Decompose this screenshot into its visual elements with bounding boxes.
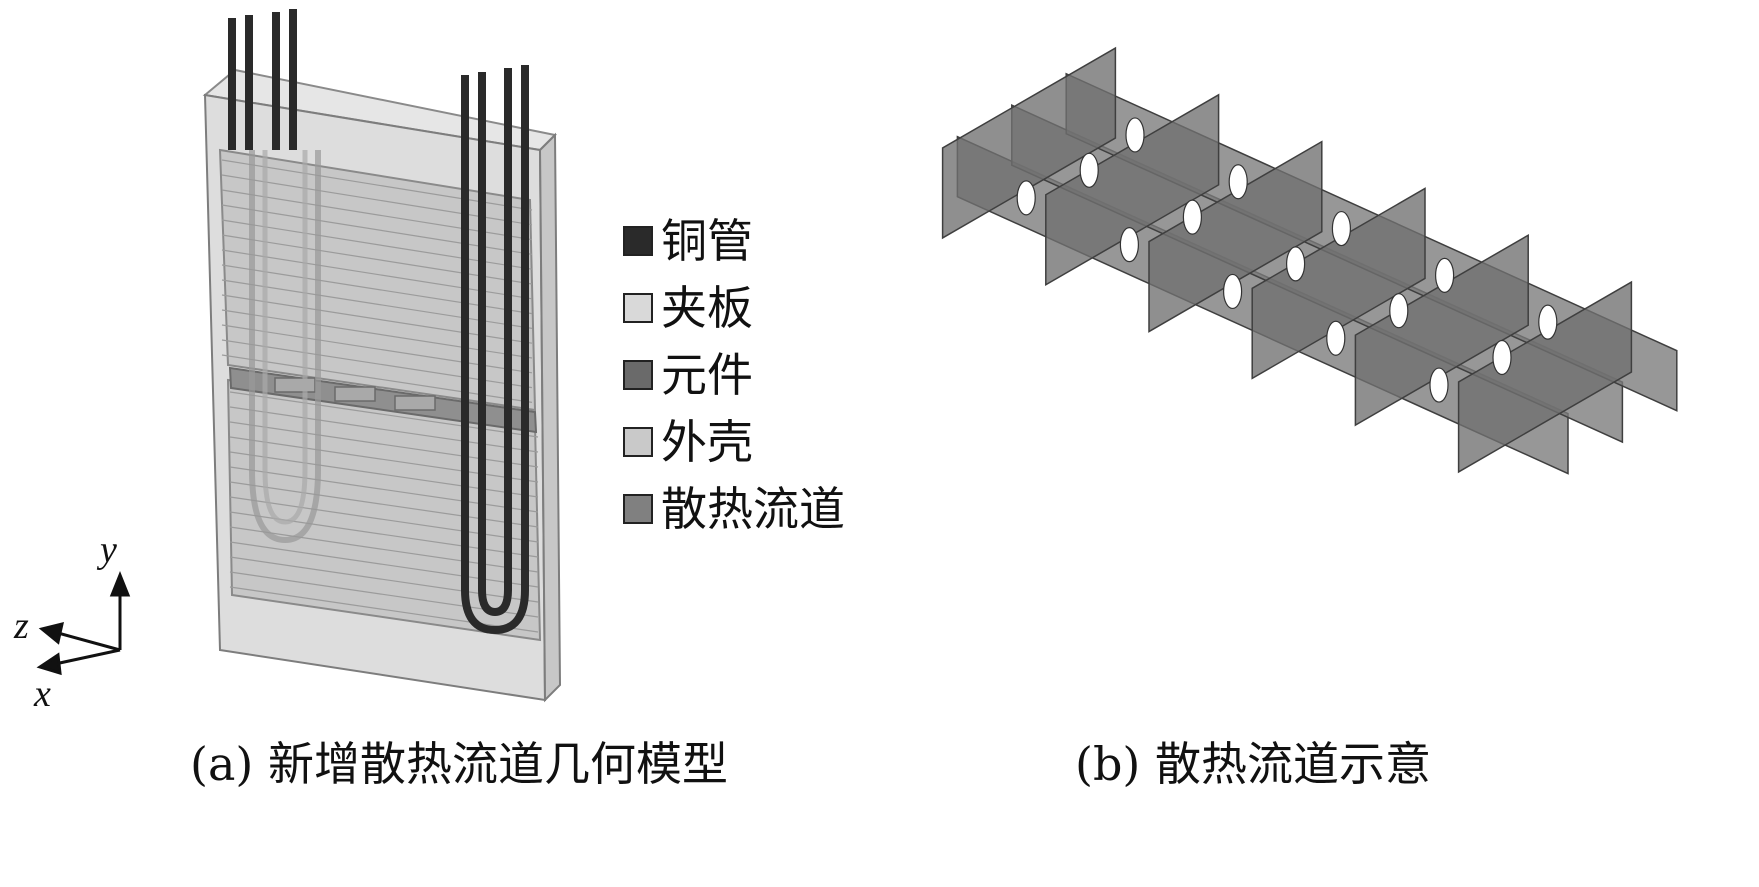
transverse-fin (1045, 93, 1220, 287)
plate-line (229, 406, 539, 453)
transverse-fin (1354, 233, 1529, 427)
channel-hole (1326, 320, 1346, 356)
legend-swatch (623, 494, 653, 524)
channel-hole (1434, 257, 1455, 293)
legend-item-component: 元件 (623, 352, 753, 398)
coordinate-axes (36, 570, 131, 676)
caption-panel-a: (a) 新增散热流道几何模型 (190, 737, 728, 791)
axis-label-x: x (34, 673, 51, 715)
plate-line (229, 526, 539, 573)
channel-hole (1016, 180, 1036, 216)
channel-hole (1228, 164, 1248, 200)
legend-swatch (623, 293, 653, 323)
channel-hole (1331, 210, 1352, 247)
caption-panel-b: (b) 散热流道示意 (1075, 737, 1431, 791)
plate-line (229, 556, 539, 603)
axis-label-y: y (100, 529, 117, 571)
legend-label: 外壳 (661, 415, 753, 469)
plate-line (229, 541, 539, 588)
channel-hole (1429, 367, 1449, 403)
legend-swatch (623, 360, 653, 390)
transverse-fin (941, 46, 1117, 240)
transverse-fin (1148, 140, 1323, 333)
channel-hole (1119, 227, 1140, 263)
legend-label: 散热流道 (661, 482, 845, 536)
transverse-fin (1457, 280, 1633, 474)
plate-line (229, 391, 539, 438)
channel-hole (1182, 199, 1203, 235)
copper-pipes-left (228, 9, 321, 544)
cooling-channel-grid (941, 46, 1678, 475)
plate-line (229, 481, 539, 528)
transverse-fin (1251, 187, 1426, 380)
channel-hole (1492, 339, 1512, 376)
axis-label-z: z (14, 605, 29, 647)
legend-label: 铜管 (661, 214, 753, 268)
plate-line (229, 451, 539, 498)
channel-hole (1125, 117, 1145, 153)
channel-hole (1222, 273, 1243, 310)
legend-swatch (623, 226, 653, 256)
legend-item-cooling-channel: 散热流道 (623, 486, 845, 532)
plate-line (229, 586, 539, 633)
legend-label: 元件 (661, 348, 753, 402)
plate-stack-upper (218, 148, 537, 412)
channel-hole (1285, 246, 1306, 282)
legend-item-copper-pipe: 铜管 (623, 218, 753, 264)
plate-line (229, 436, 539, 483)
channel-hole (1079, 152, 1099, 188)
channel-hole (1538, 304, 1558, 340)
plate-line (229, 466, 539, 513)
channel-hole (1389, 293, 1409, 329)
legend-label: 夹板 (661, 281, 753, 335)
plate-line (229, 496, 539, 543)
legend-swatch (623, 427, 653, 457)
copper-pipes-right (461, 65, 529, 635)
legend-item-shell: 外壳 (623, 419, 753, 465)
plate-line (229, 421, 539, 468)
legend-item-splint: 夹板 (623, 285, 753, 331)
